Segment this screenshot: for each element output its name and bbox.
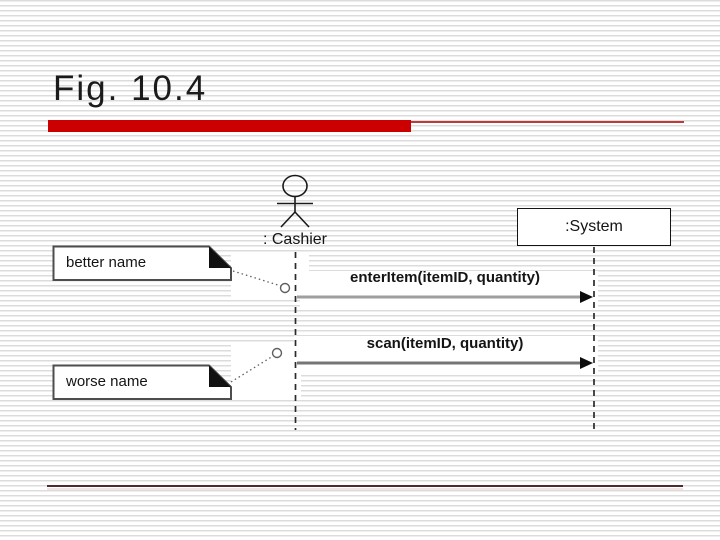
system-box: :System: [517, 208, 671, 246]
cashier-label: : Cashier: [262, 231, 328, 248]
message-scan-arrow: [297, 357, 593, 369]
note-better-anchor-circle: [279, 282, 291, 294]
white-patch-connector-2: [231, 344, 301, 400]
note-worse-name-label: worse name: [66, 373, 148, 390]
note-better-name-label: better name: [66, 254, 147, 271]
message-enteritem-arrow: [297, 291, 593, 303]
note-worse-connector: [230, 355, 274, 383]
arrowhead-icon: [580, 291, 593, 303]
note-worse-anchor-circle: [271, 347, 283, 359]
page-title: Fig. 10.4: [53, 69, 208, 108]
note-better-connector: [232, 270, 282, 287]
message-enteritem-label: enterItem(itemID, quantity): [349, 269, 541, 286]
white-patch-message-1: [300, 271, 598, 307]
white-patch-message-2: [294, 336, 598, 373]
cashier-actor-icon: [277, 174, 313, 228]
bottom-rule-light: [47, 488, 683, 490]
note-better-name: [52, 245, 291, 294]
note-worse-name: [52, 347, 283, 400]
note-fold-icon: [209, 246, 231, 268]
bottom-rule-dark: [47, 485, 683, 487]
message-scan-label: scan(itemID, quantity): [366, 335, 524, 352]
arrowhead-icon: [580, 357, 593, 369]
note-fold-icon: [209, 365, 231, 387]
title-accent-bar: [48, 120, 411, 132]
